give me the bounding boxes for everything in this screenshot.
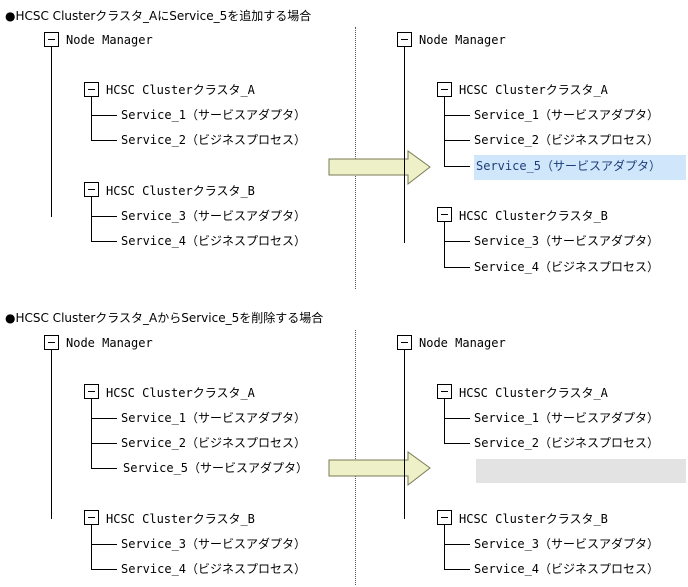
tree-line <box>91 140 117 141</box>
tree-line <box>51 350 52 519</box>
collapse-box-icon[interactable] <box>437 510 452 525</box>
collapse-box-icon[interactable] <box>44 32 59 47</box>
collapse-box-icon[interactable] <box>84 384 99 399</box>
service-label: Service_1（サービスアダプタ） <box>474 108 660 122</box>
tree-line <box>91 525 92 569</box>
tree-line <box>444 115 470 116</box>
tree-line <box>444 525 445 569</box>
section2-divider <box>355 330 356 585</box>
service-label: Service_3（サービスアダプタ） <box>474 234 660 248</box>
collapse-box-icon[interactable] <box>44 335 59 350</box>
collapse-box-icon[interactable] <box>437 82 452 97</box>
tree-line <box>444 222 445 267</box>
section2-title: ●HCSC Clusterクラスタ_AからService_5を削除する場合 <box>5 311 324 325</box>
tree-line <box>91 569 117 570</box>
tree-root-label: Node Manager <box>66 336 153 350</box>
tree-line <box>91 115 117 116</box>
tree-line <box>404 350 405 519</box>
added-item-highlight <box>474 155 686 180</box>
service-label: Service_3（サービスアダプタ） <box>121 537 307 551</box>
service-label: Service_3（サービスアダプタ） <box>121 209 307 223</box>
section1-divider <box>355 27 356 289</box>
collapse-box-icon[interactable] <box>84 182 99 197</box>
service-label: Service_4（ビジネスプロセス） <box>474 562 660 576</box>
cluster-a-label: HCSC Clusterクラスタ_A <box>106 386 255 400</box>
collapse-box-icon[interactable] <box>84 510 99 525</box>
service-label: Service_4（ビジネスプロセス） <box>121 562 307 576</box>
cluster-a-label: HCSC Clusterクラスタ_A <box>459 83 608 97</box>
tree-line <box>91 443 117 444</box>
right-arrow-icon <box>328 150 431 186</box>
collapse-box-icon[interactable] <box>437 207 452 222</box>
collapse-box-icon[interactable] <box>397 335 412 350</box>
tree-line <box>51 47 52 217</box>
service-label: Service_2（ビジネスプロセス） <box>474 436 660 450</box>
tree-line <box>444 569 470 570</box>
tree-line <box>91 399 92 469</box>
tree-line <box>91 418 117 419</box>
tree-line <box>444 140 470 141</box>
cluster-a-label: HCSC Clusterクラスタ_A <box>106 83 255 97</box>
tree-root-label: Node Manager <box>419 336 506 350</box>
tree-line <box>444 544 470 545</box>
tree-line <box>91 97 92 140</box>
cluster-b-label: HCSC Clusterクラスタ_B <box>106 512 255 526</box>
service-label: Service_2（ビジネスプロセス） <box>121 436 307 450</box>
tree-line <box>91 241 117 242</box>
collapse-box-icon[interactable] <box>437 384 452 399</box>
tree-root-label: Node Manager <box>419 33 506 47</box>
cluster-b-label: HCSC Clusterクラスタ_B <box>459 512 608 526</box>
tree-line <box>91 468 117 469</box>
removed-item-placeholder <box>476 459 686 483</box>
collapse-box-icon[interactable] <box>397 32 412 47</box>
tree-line <box>444 241 470 242</box>
service-label: Service_4（ビジネスプロセス） <box>474 260 660 274</box>
right-arrow-icon <box>328 451 431 487</box>
tree-line <box>91 544 117 545</box>
added-service-label[interactable]: Service_5（サービスアダプタ） <box>476 159 662 173</box>
tree-line <box>444 97 445 166</box>
tree-line <box>444 267 470 268</box>
cluster-b-label: HCSC Clusterクラスタ_B <box>459 209 608 223</box>
tree-line <box>404 47 405 243</box>
tree-line <box>444 399 445 443</box>
service-label: Service_4（ビジネスプロセス） <box>121 234 307 248</box>
service-label: Service_1（サービスアダプタ） <box>121 411 307 425</box>
tree-line <box>444 443 470 444</box>
tree-line <box>91 197 92 241</box>
service-label: Service_2（ビジネスプロセス） <box>474 133 660 147</box>
service-label: Service_3（サービスアダプタ） <box>474 537 660 551</box>
service-label: Service_1（サービスアダプタ） <box>474 411 660 425</box>
service-label: Service_2（ビジネスプロセス） <box>121 133 307 147</box>
cluster-a-label: HCSC Clusterクラスタ_A <box>459 386 608 400</box>
service-label: Service_5（サービスアダプタ） <box>123 461 309 475</box>
tree-line <box>444 418 470 419</box>
tree-line <box>91 216 117 217</box>
tree-line <box>444 166 470 167</box>
section1-title: ●HCSC Clusterクラスタ_AにService_5を追加する場合 <box>5 9 312 23</box>
tree-root-label: Node Manager <box>66 33 153 47</box>
service-label: Service_1（サービスアダプタ） <box>121 108 307 122</box>
cluster-b-label: HCSC Clusterクラスタ_B <box>106 184 255 198</box>
collapse-box-icon[interactable] <box>84 82 99 97</box>
